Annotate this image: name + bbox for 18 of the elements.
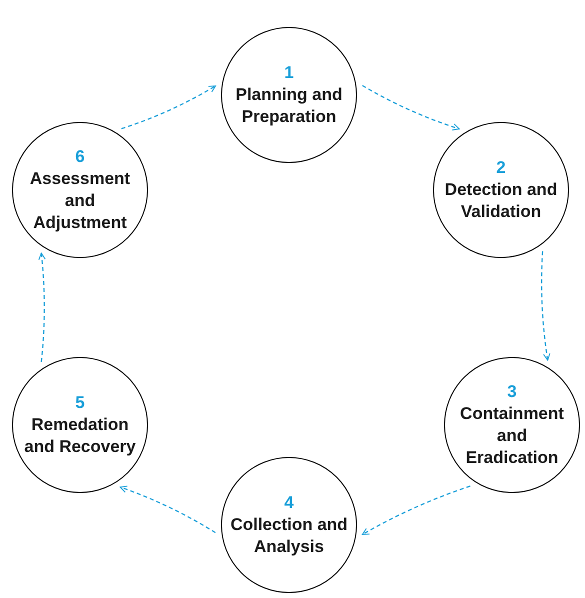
step-title: Assessment and Adjustment	[28, 168, 132, 234]
dashed-arrow	[121, 85, 216, 130]
step-number: 5	[75, 392, 85, 414]
dashed-arrow	[120, 486, 216, 534]
step-number: 1	[284, 62, 294, 84]
step-title: Containment and Eradication	[459, 403, 565, 469]
dashed-arrow	[362, 486, 470, 535]
dashed-arrow	[362, 84, 460, 130]
step-number: 3	[507, 381, 517, 403]
step-number: 4	[284, 492, 294, 514]
step-number: 6	[75, 146, 85, 168]
step-title: Collection and Analysis	[229, 514, 349, 558]
step-title: Remedation and Recovery	[23, 414, 137, 458]
dashed-arrow	[541, 251, 550, 361]
step-number: 2	[496, 157, 506, 179]
step-title: Planning and Preparation	[234, 84, 344, 128]
dashed-arrow	[38, 252, 46, 362]
step-title: Detection and Validation	[444, 179, 558, 223]
